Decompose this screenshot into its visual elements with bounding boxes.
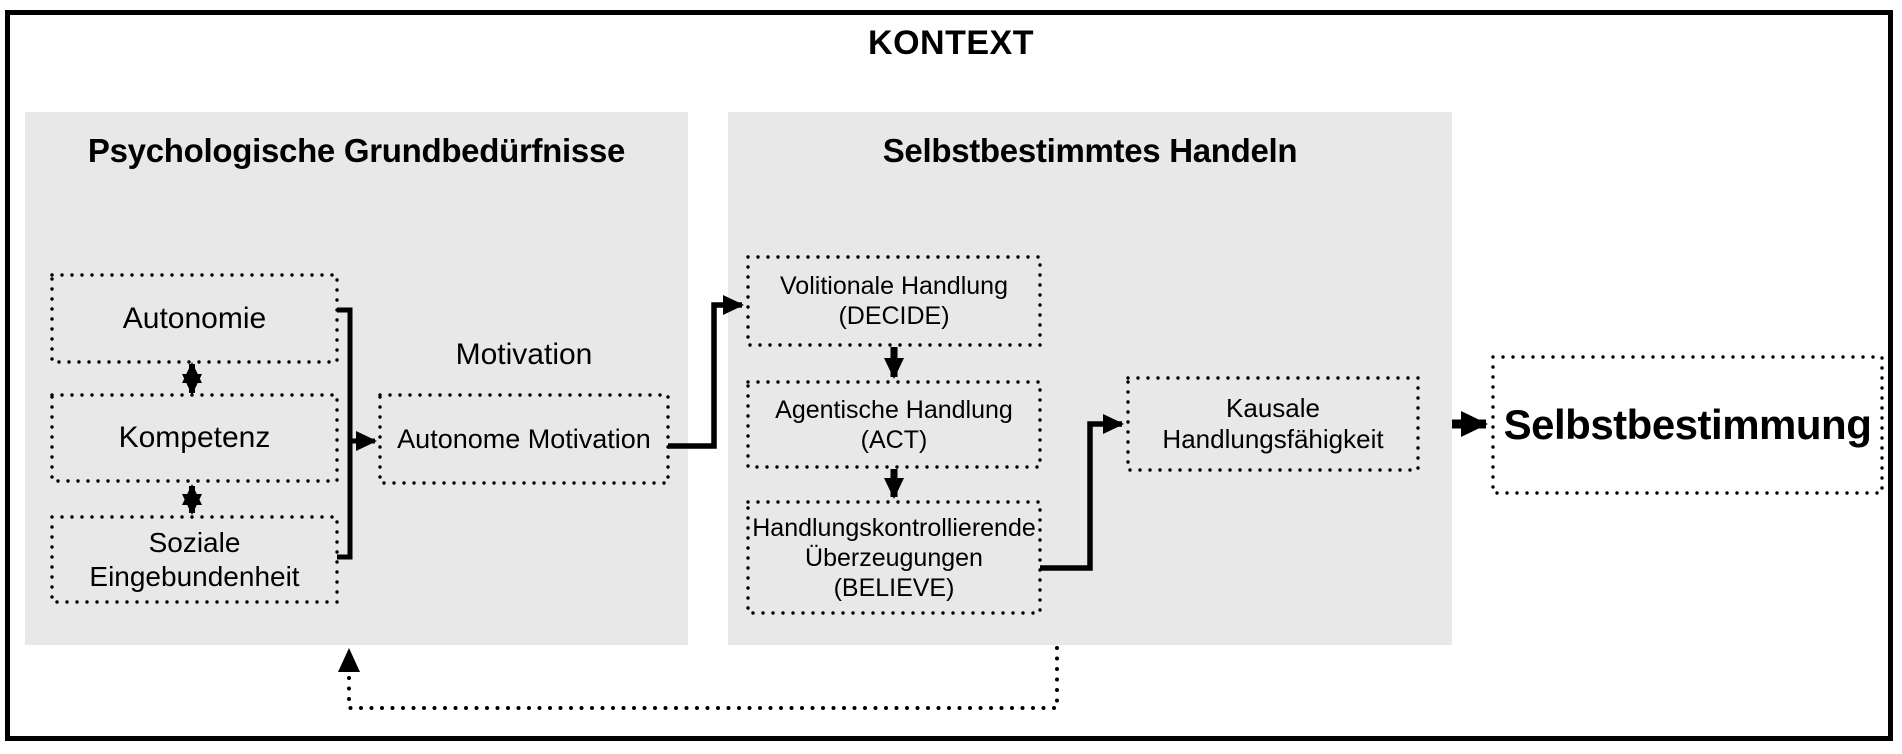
competence-label: Kompetenz: [118, 421, 271, 454]
outcome-label: Selbstbestimmung: [1503, 400, 1872, 448]
believe-label-line1: Handlungskontrollierende: [752, 513, 1036, 542]
autonomous-motivation-box: Autonome Motivation: [380, 395, 668, 483]
autonomy-label: Autonomie: [122, 301, 267, 335]
believe-label-line2: Überzeugungen: [805, 543, 983, 572]
needs-panel-title: Psychologische Grundbedürfnisse: [87, 132, 626, 169]
motivation-heading: Motivation: [380, 336, 668, 374]
autonomy-box: Autonomie: [52, 275, 337, 362]
decide-label-line1: Volitionale Handlung: [780, 272, 1008, 300]
causal-agency-box: Kausale Handlungsfähigkeit: [1128, 378, 1418, 470]
decide-label-line2: (DECIDE): [838, 302, 950, 330]
relatedness-label-line2: Eingebundenheit: [89, 560, 300, 592]
competence-box: Kompetenz: [52, 395, 337, 481]
outcome-box: Selbstbestimmung: [1493, 357, 1882, 493]
action-panel-title: Selbstbestimmtes Handeln: [882, 132, 1298, 169]
causal-agency-label-line2: Handlungsfähigkeit: [1162, 424, 1384, 454]
relatedness-box: Soziale Eingebundenheit: [52, 517, 337, 602]
believe-label-line3: (BELIEVE): [833, 573, 955, 602]
act-label-line1: Agentische Handlung: [775, 395, 1013, 424]
decide-box: Volitionale Handlung (DECIDE): [748, 257, 1040, 345]
believe-box: Handlungskontrollierende Überzeugungen (…: [748, 502, 1040, 613]
kontext-title: KONTEXT: [868, 24, 1034, 62]
act-label-line2: (ACT): [860, 425, 928, 454]
motivation-heading-label: Motivation: [455, 338, 593, 371]
kontext-frame: [5, 10, 1893, 741]
autonomous-motivation-label: Autonome Motivation: [397, 423, 651, 454]
relatedness-label-line1: Soziale: [148, 527, 241, 559]
causal-agency-label-line1: Kausale: [1226, 392, 1320, 423]
act-box: Agentische Handlung (ACT): [748, 382, 1040, 467]
